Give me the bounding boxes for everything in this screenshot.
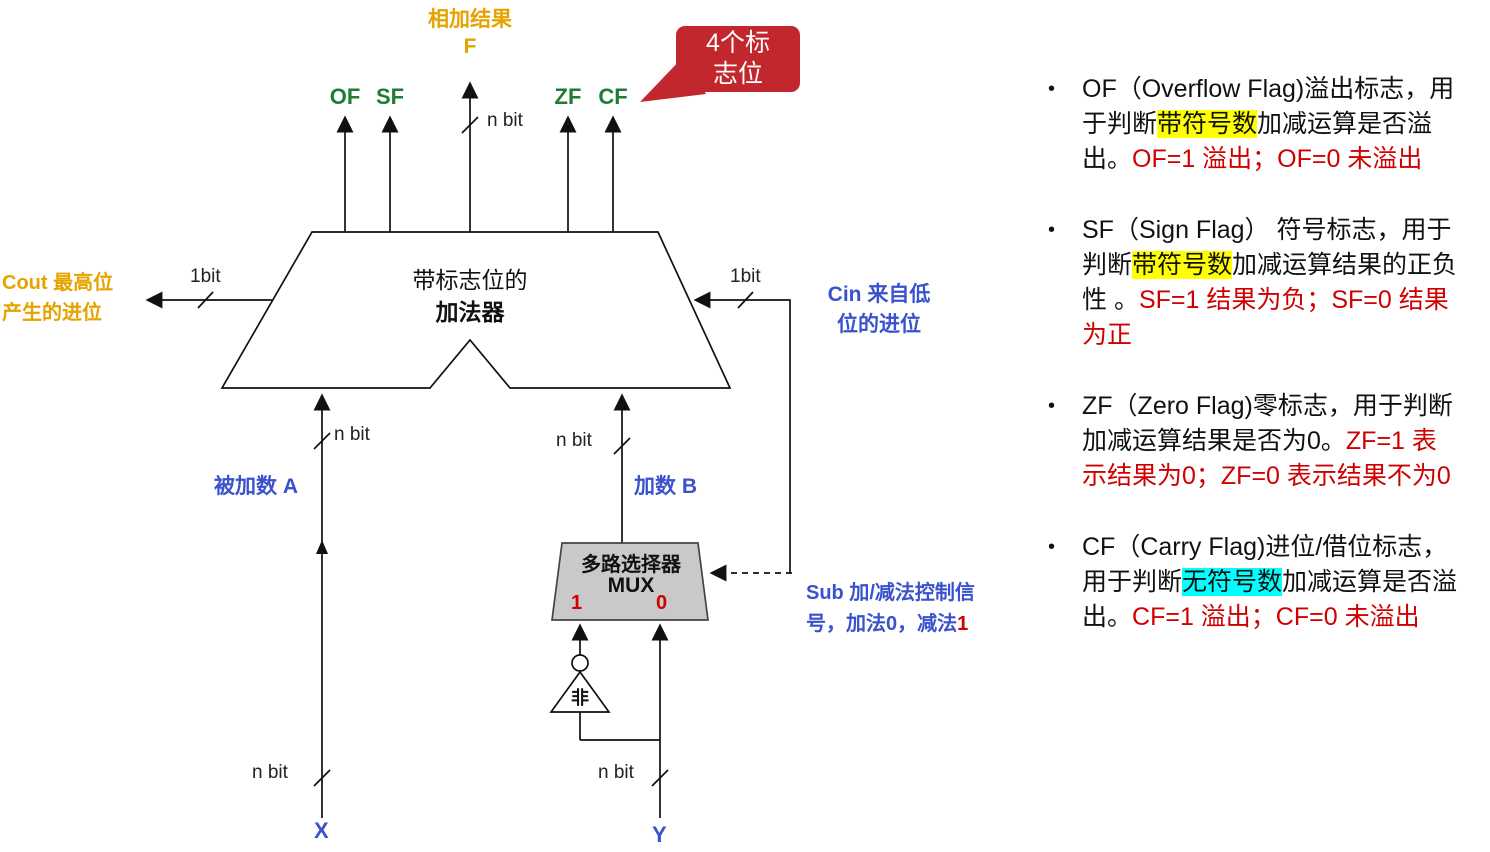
bullet-zf-text: ZF（Zero Flag)零标志，用于判断加减运算结果是否为0。ZF=1 表示结… (1082, 389, 1460, 494)
adder-label-line1: 带标志位的 (412, 267, 528, 293)
cf-seg-normal2: 加减运算是否溢出。 (1082, 568, 1458, 631)
bullet-dot: • (1048, 395, 1056, 417)
cout-label: Cout 最高位 产生的进位 (2, 268, 136, 328)
y-label: Y (652, 822, 667, 847)
flags-explanation-panel: • OF（Overflow Flag)溢出标志，用于判断带符号数加减运算是否溢出… (1048, 72, 1472, 671)
sub-line2: 号，加法0，减法1 (806, 613, 969, 635)
nbit-label-a-bottom: n bit (252, 762, 288, 783)
sf-seg-highlight: 带符号数 (1132, 251, 1233, 279)
bit-width-ticks (197, 116, 754, 787)
bullet-of: • OF（Overflow Flag)溢出标志，用于判断带符号数加减运算是否溢出… (1048, 72, 1472, 177)
mux-shape (551, 542, 709, 621)
bullet-dot: • (1048, 536, 1056, 558)
input-a-label: 被加数 A (214, 475, 298, 498)
x-label: X (314, 818, 329, 843)
nbit-label-f: n bit (487, 110, 523, 131)
adder-shape (220, 231, 732, 389)
callout-bubble-text: 4个标志位 (706, 29, 770, 88)
cin-line2: 位的进位 (837, 313, 921, 336)
mux-select-1: 1 (571, 592, 583, 614)
mux-title: 多路选择器 (581, 554, 681, 576)
cf-seg-red: CF=1 溢出；CF=0 未溢出 (1132, 603, 1420, 631)
result-label: 相加结果 F (400, 6, 540, 60)
bullet-sf-text: SF（Sign Flag） 符号标志，用于判断带符号数加减运算结果的正负性 。S… (1082, 213, 1460, 353)
cf-seg-highlight: 无符号数 (1182, 568, 1283, 596)
bullet-dot: • (1048, 78, 1056, 100)
sf-seg-red: SF=1 结果为负；SF=0 结果为正 (1082, 286, 1449, 349)
cin-label: Cin 来自低 位的进位 (822, 280, 936, 340)
cout-line1: Cout 最高位 (2, 272, 114, 294)
sub-control-label: Sub 加/减法控制信 号，加法0，减法1 (806, 578, 1046, 640)
adder-label-line2: 加法器 (435, 299, 505, 325)
bullet-sf: • SF（Sign Flag） 符号标志，用于判断带符号数加减运算结果的正负性 … (1048, 213, 1472, 353)
bullet-cf: • CF（Carry Flag)进位/借位标志，用于判断无符号数加减运算是否溢出… (1048, 530, 1472, 635)
mux-name: MUX (607, 574, 655, 597)
not-gate-triangle (549, 670, 611, 713)
cf-seg-normal: CF（Carry Flag)进位/借位标志，用于判断 (1082, 533, 1448, 596)
of-seg-red: OF=1 溢出；OF=0 未溢出 (1132, 145, 1423, 173)
sf-seg-normal: SF（Sign Flag） 符号标志，用于判断 (1082, 216, 1452, 279)
bullet-of-text: OF（Overflow Flag)溢出标志，用于判断带符号数加减运算是否溢出。O… (1082, 72, 1460, 177)
cout-line2: 产生的进位 (2, 302, 102, 324)
zf-seg-normal: ZF（Zero Flag)零标志，用于判断加减运算结果是否为0。 (1082, 392, 1453, 455)
onebit-label-cin: 1bit (730, 266, 761, 287)
bullet-zf: • ZF（Zero Flag)零标志，用于判断加减运算结果是否为0。ZF=1 表… (1048, 389, 1472, 494)
sf-seg-normal2: 加减运算结果的正负性 。 (1082, 251, 1458, 314)
bullet-cf-text: CF（Carry Flag)进位/借位标志，用于判断无符号数加减运算是否溢出。C… (1082, 530, 1460, 635)
of-seg-normal2: 加减运算是否溢出。 (1082, 110, 1433, 173)
flag-label-zf: ZF (554, 84, 582, 109)
adder-label: 带标志位的 加法器 (370, 264, 570, 328)
input-b-label: 加数 B (634, 475, 697, 498)
result-line2: F (463, 35, 477, 58)
bullet-dot: • (1048, 219, 1056, 241)
nbit-label-a-top: n bit (334, 424, 370, 445)
mux-select-0: 0 (656, 592, 668, 614)
flag-label-cf: CF (598, 84, 628, 109)
nbit-label-b-top: n bit (556, 430, 592, 451)
zf-seg-red: ZF=1 表示结果为0；ZF=0 表示结果不为0 (1082, 427, 1451, 490)
a-mid-arrowhead (316, 540, 328, 554)
onebit-label-cout: 1bit (190, 266, 221, 287)
of-seg-highlight: 带符号数 (1157, 110, 1258, 138)
circuit-svg (145, 56, 792, 818)
arrow-cin (693, 291, 791, 573)
of-seg-normal: OF（Overflow Flag)溢出标志，用于判断 (1082, 75, 1455, 138)
not-gate-bubble (571, 654, 589, 672)
sub-line1: Sub 加/减法控制信 (806, 582, 975, 604)
nbit-label-y-bottom: n bit (598, 762, 634, 783)
flag-label-sf: SF (375, 84, 405, 109)
flag-label-of: OF (329, 84, 361, 109)
sub-red-one: 1 (957, 613, 969, 635)
result-line1: 相加结果 (428, 8, 512, 31)
cin-line1: Cin 来自低 (827, 283, 931, 306)
not-gate-label: 非 (571, 688, 589, 708)
callout-bubble: 4个标志位 (676, 26, 800, 92)
